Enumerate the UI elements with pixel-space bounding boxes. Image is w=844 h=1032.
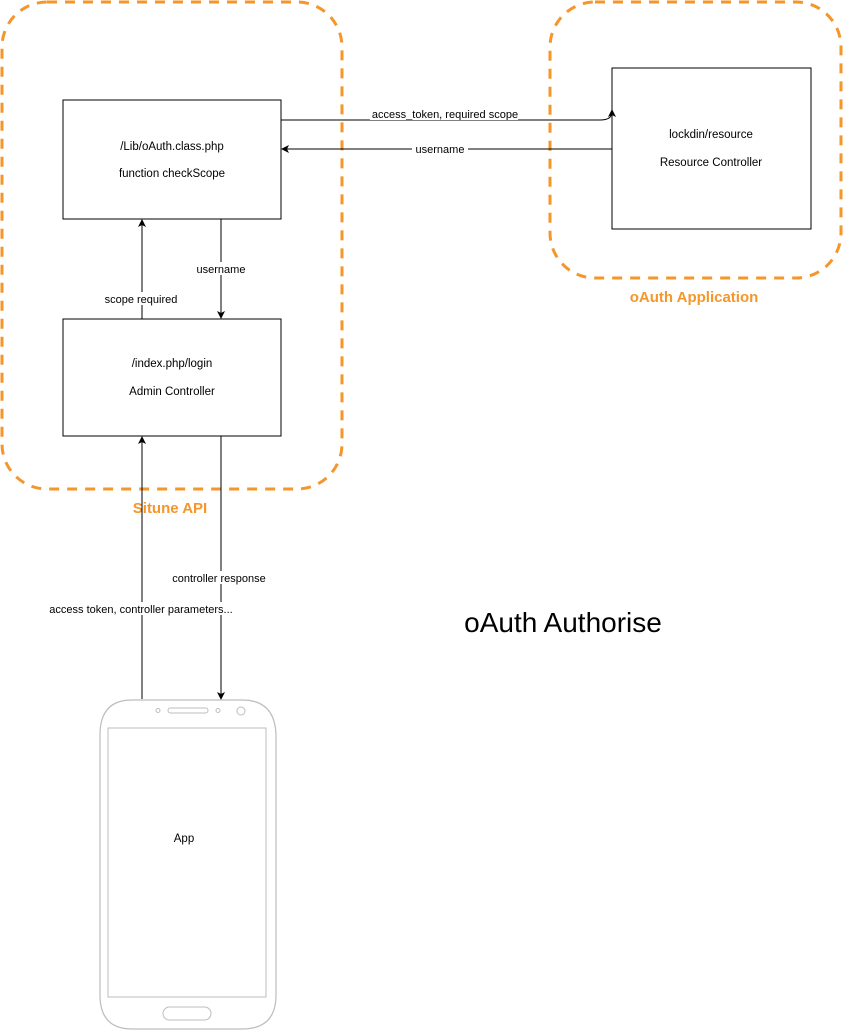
phone-speaker (167, 707, 209, 714)
phone-screen (107, 727, 267, 998)
edge-label-username-down: username (197, 264, 246, 276)
oauth-class-node: /Lib/oAuth.class.php function checkScope (62, 99, 282, 220)
admin-controller-name: Admin Controller (129, 386, 215, 398)
edge-label-access-token-params: access token, controller parameters... (49, 604, 232, 616)
resource-controller-name: Resource Controller (660, 157, 762, 169)
admin-controller-node: /index.php/login Admin Controller (62, 318, 282, 437)
phone-camera (236, 706, 246, 716)
situne-api-label: Situne API (133, 500, 207, 517)
phone-sensor-left (155, 708, 161, 713)
edge-label-username-back: username (416, 144, 465, 156)
phone-app-label: App (174, 833, 194, 845)
phone-device: App (99, 699, 277, 1030)
oauth-class-path: /Lib/oAuth.class.php (120, 141, 224, 153)
phone-home-button (162, 1006, 212, 1021)
edge-label-controller-response: controller response (172, 573, 266, 585)
edge-label-access-token-scope: access_token, required scope (372, 109, 518, 121)
phone-sensor-mid (215, 708, 221, 713)
oauth-application-group (548, 0, 843, 280)
resource-controller-path: lockdin/resource (669, 129, 753, 141)
diagram-title: oAuth Authorise (464, 607, 662, 638)
edge-label-scope-required: scope required (105, 294, 178, 306)
edge-access-token-scope (281, 109, 616, 121)
admin-controller-path: /index.php/login (132, 358, 213, 370)
resource-controller-node: lockdin/resource Resource Controller (611, 67, 812, 230)
oauth-application-label: oAuth Application (630, 289, 759, 306)
oauth-class-function: function checkScope (119, 168, 225, 180)
